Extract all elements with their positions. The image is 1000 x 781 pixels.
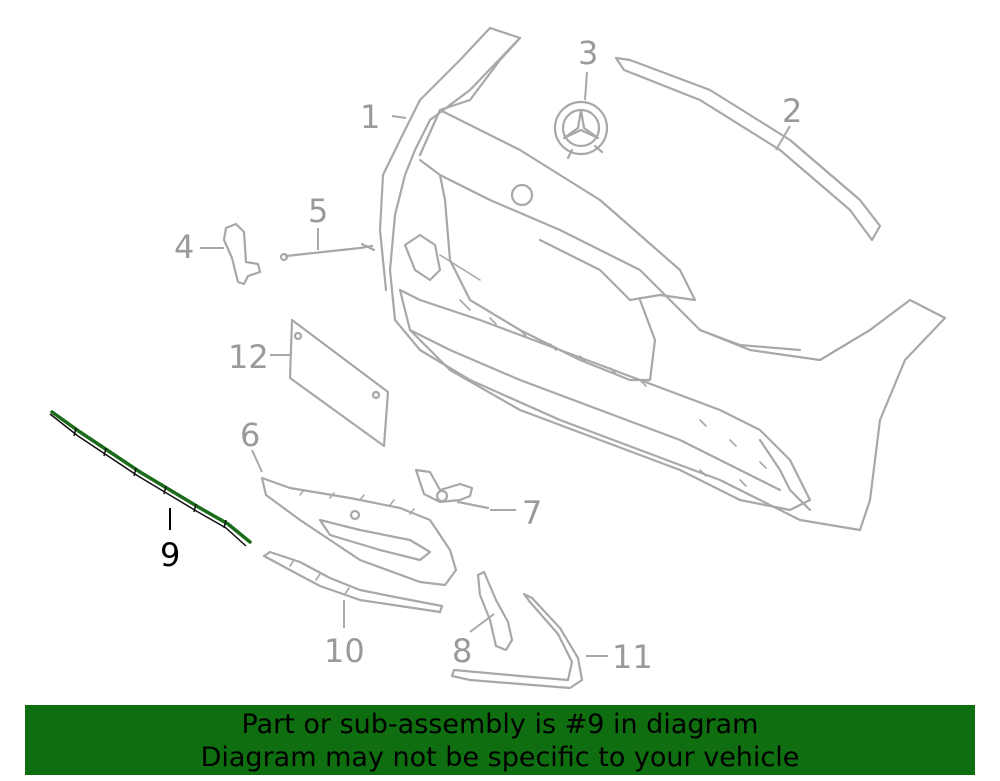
callout-11: 11 [612, 638, 653, 676]
banner-line-2: Diagram may not be specific to your vehi… [200, 742, 800, 773]
trim-strip-part-2 [614, 56, 882, 242]
highlighted-molding-part-9 [49, 410, 252, 547]
info-banner: Part or sub-assembly is #9 in diagram Di… [25, 705, 975, 775]
banner-line-1: Part or sub-assembly is #9 in diagram [241, 709, 759, 740]
curved-molding-part-11 [450, 592, 584, 690]
callout-labels: 1 2 3 4 5 6 7 8 9 10 11 12 [160, 34, 802, 676]
callout-7: 7 [522, 494, 542, 532]
cable-part-5 [279, 242, 376, 262]
callout-10: 10 [324, 632, 365, 670]
bumper-cover-part-1 [378, 26, 947, 532]
lower-trim-part-10 [262, 550, 444, 614]
bracket-part-4 [222, 222, 262, 286]
license-plate-bracket-part-12 [288, 318, 390, 448]
leader-lines [169, 71, 791, 657]
leader-6 [251, 449, 263, 473]
callout-1: 1 [360, 98, 380, 136]
grille-insert-part-6 [260, 476, 458, 587]
emblem-part-3 [553, 100, 609, 160]
leader-3 [584, 71, 588, 101]
callout-4: 4 [174, 228, 194, 266]
callout-5: 5 [308, 192, 328, 230]
leader-8 [469, 613, 495, 633]
callout-3: 3 [578, 34, 598, 72]
callout-6: 6 [240, 416, 260, 454]
parts-diagram: 1 2 3 4 5 6 7 8 9 10 11 12 [49, 26, 947, 690]
leader-2 [775, 125, 791, 151]
leader-1 [391, 115, 407, 119]
callout-8: 8 [452, 632, 472, 670]
callout-2: 2 [782, 92, 802, 130]
callout-9: 9 [160, 536, 180, 574]
callout-12: 12 [228, 338, 269, 376]
side-trim-part-8 [476, 570, 514, 652]
sensor-bracket-part-7 [414, 468, 490, 510]
